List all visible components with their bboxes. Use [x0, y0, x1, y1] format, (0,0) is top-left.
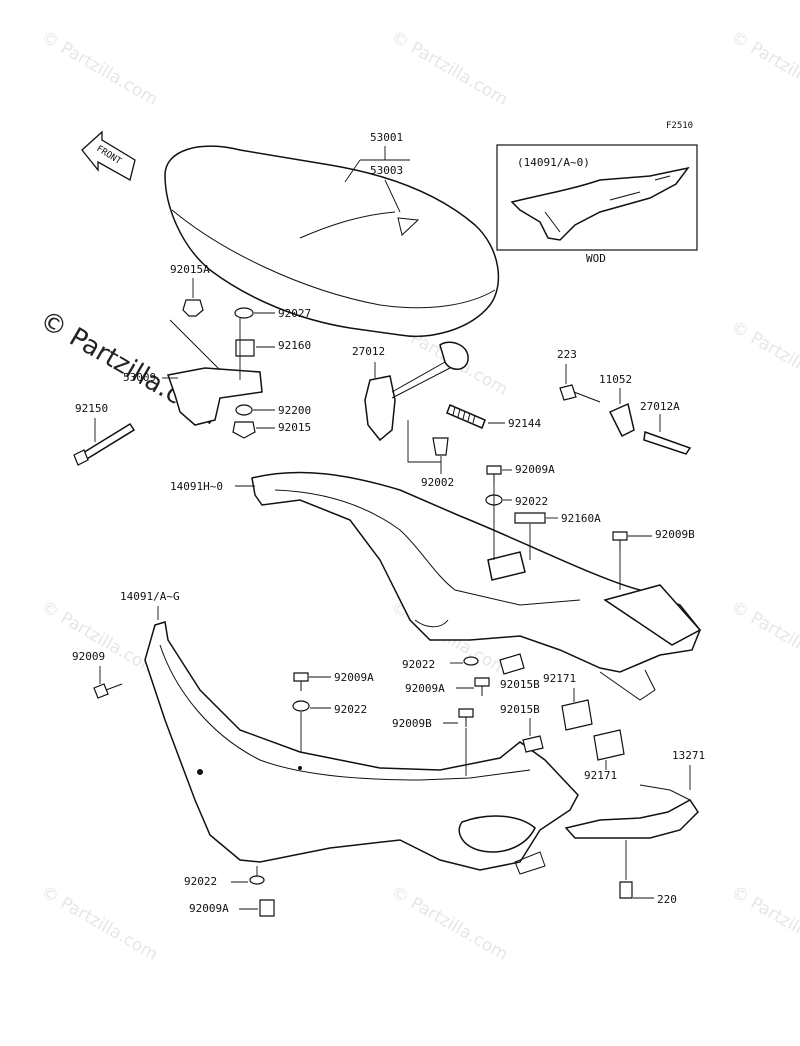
seat-assembly — [164, 145, 500, 337]
label-92009: 92009 — [72, 650, 105, 663]
pad-92160A — [514, 512, 546, 524]
label-14091H: 14091H~0 — [170, 480, 223, 493]
watermark: © Partzilla.com — [38, 597, 162, 680]
screw-92009A-c — [474, 677, 490, 687]
nut-92015A — [182, 299, 204, 317]
watermark: © Partzilla.com — [388, 27, 512, 110]
watermark: © Partzilla.com — [388, 882, 512, 965]
label-92009A-b: 92009A — [334, 671, 374, 684]
washer-92027 — [234, 307, 254, 319]
screw-92009A — [486, 465, 502, 475]
label-53001: 53001 — [370, 131, 403, 144]
label-14091A: 14091/A~G — [120, 590, 180, 603]
label-92022-c: 92022 — [402, 658, 435, 671]
clip-92171-b — [593, 729, 625, 761]
figure-code: F2510 — [666, 121, 693, 131]
screw-92009A-d — [259, 899, 275, 917]
label-92009A-c: 92009A — [405, 682, 445, 695]
label-53009: 53009 — [123, 371, 156, 384]
spring-92144 — [446, 404, 486, 429]
label-92150: 92150 — [75, 402, 108, 415]
label-92022-d: 92022 — [184, 875, 217, 888]
label-92015: 92015 — [278, 421, 311, 434]
label-223: 223 — [557, 348, 577, 361]
screw-92002 — [432, 437, 449, 456]
label-92027: 92027 — [278, 307, 311, 320]
clip-92171-a — [561, 699, 593, 731]
front-arrow-icon: FRONT — [81, 130, 136, 181]
label-92022-a: 92022 — [515, 495, 548, 508]
bolt-220 — [619, 881, 633, 899]
label-92009B-b: 92009B — [392, 717, 432, 730]
watermark: © Partzilla.com — [728, 597, 800, 680]
washer-92022-c — [463, 656, 479, 666]
label-92160A: 92160A — [561, 512, 601, 525]
watermark: © Partzilla.com — [728, 27, 800, 110]
label-92015B-a: 92015B — [500, 678, 540, 691]
label-92015A: 92015A — [170, 263, 210, 276]
lock-27012 — [364, 375, 396, 442]
watermark: © Partzilla.com — [728, 882, 800, 965]
label-92200: 92200 — [278, 404, 311, 417]
cover-14091A — [144, 621, 579, 871]
label-27012: 27012 — [352, 345, 385, 358]
label-92009A-a: 92009A — [515, 463, 555, 476]
clip-92015B-b — [522, 735, 544, 753]
label-92022-b: 92022 — [334, 703, 367, 716]
screw-92009B-b — [458, 708, 474, 718]
washer-92022-d — [249, 875, 265, 885]
watermark: © Partzilla.com — [38, 27, 162, 110]
screw-92009B — [612, 531, 628, 541]
label-92160: 92160 — [278, 339, 311, 352]
label-13271: 13271 — [672, 749, 705, 762]
washer-92200 — [235, 404, 253, 416]
bolt-223 — [559, 384, 577, 401]
screw-92009 — [93, 683, 109, 699]
screw-92009A-b — [293, 672, 309, 682]
watermark: © Partzilla.com — [38, 882, 162, 965]
bracket-11052 — [608, 402, 635, 438]
inset-title: (14091/A~0) — [517, 156, 590, 169]
label-220: 220 — [657, 893, 677, 906]
rail-13271 — [564, 799, 699, 839]
label-11052: 11052 — [599, 373, 632, 386]
label-92002: 92002 — [421, 476, 454, 489]
label-92015B-b: 92015B — [500, 703, 540, 716]
cable-27012A — [643, 430, 692, 455]
washer-92022-b — [292, 700, 310, 712]
bracket-53009 — [167, 367, 263, 426]
nut-92015 — [232, 421, 256, 439]
label-92009A-d: 92009A — [189, 902, 229, 915]
inset-box: (14091/A~0) WOD — [496, 144, 698, 265]
cover-14091H — [251, 471, 701, 673]
label-53003: 53003 — [370, 164, 403, 177]
clip-92015B-a — [499, 653, 525, 675]
label-92009B-a: 92009B — [655, 528, 695, 541]
watermark: © Partzilla.com — [728, 317, 800, 400]
label-92171-a: 92171 — [543, 672, 576, 685]
label-92171-b: 92171 — [584, 769, 617, 782]
label-27012A: 27012A — [640, 400, 680, 413]
grommet-92160 — [235, 339, 255, 357]
label-92144: 92144 — [508, 417, 541, 430]
inset-caption: WOD — [586, 252, 606, 265]
